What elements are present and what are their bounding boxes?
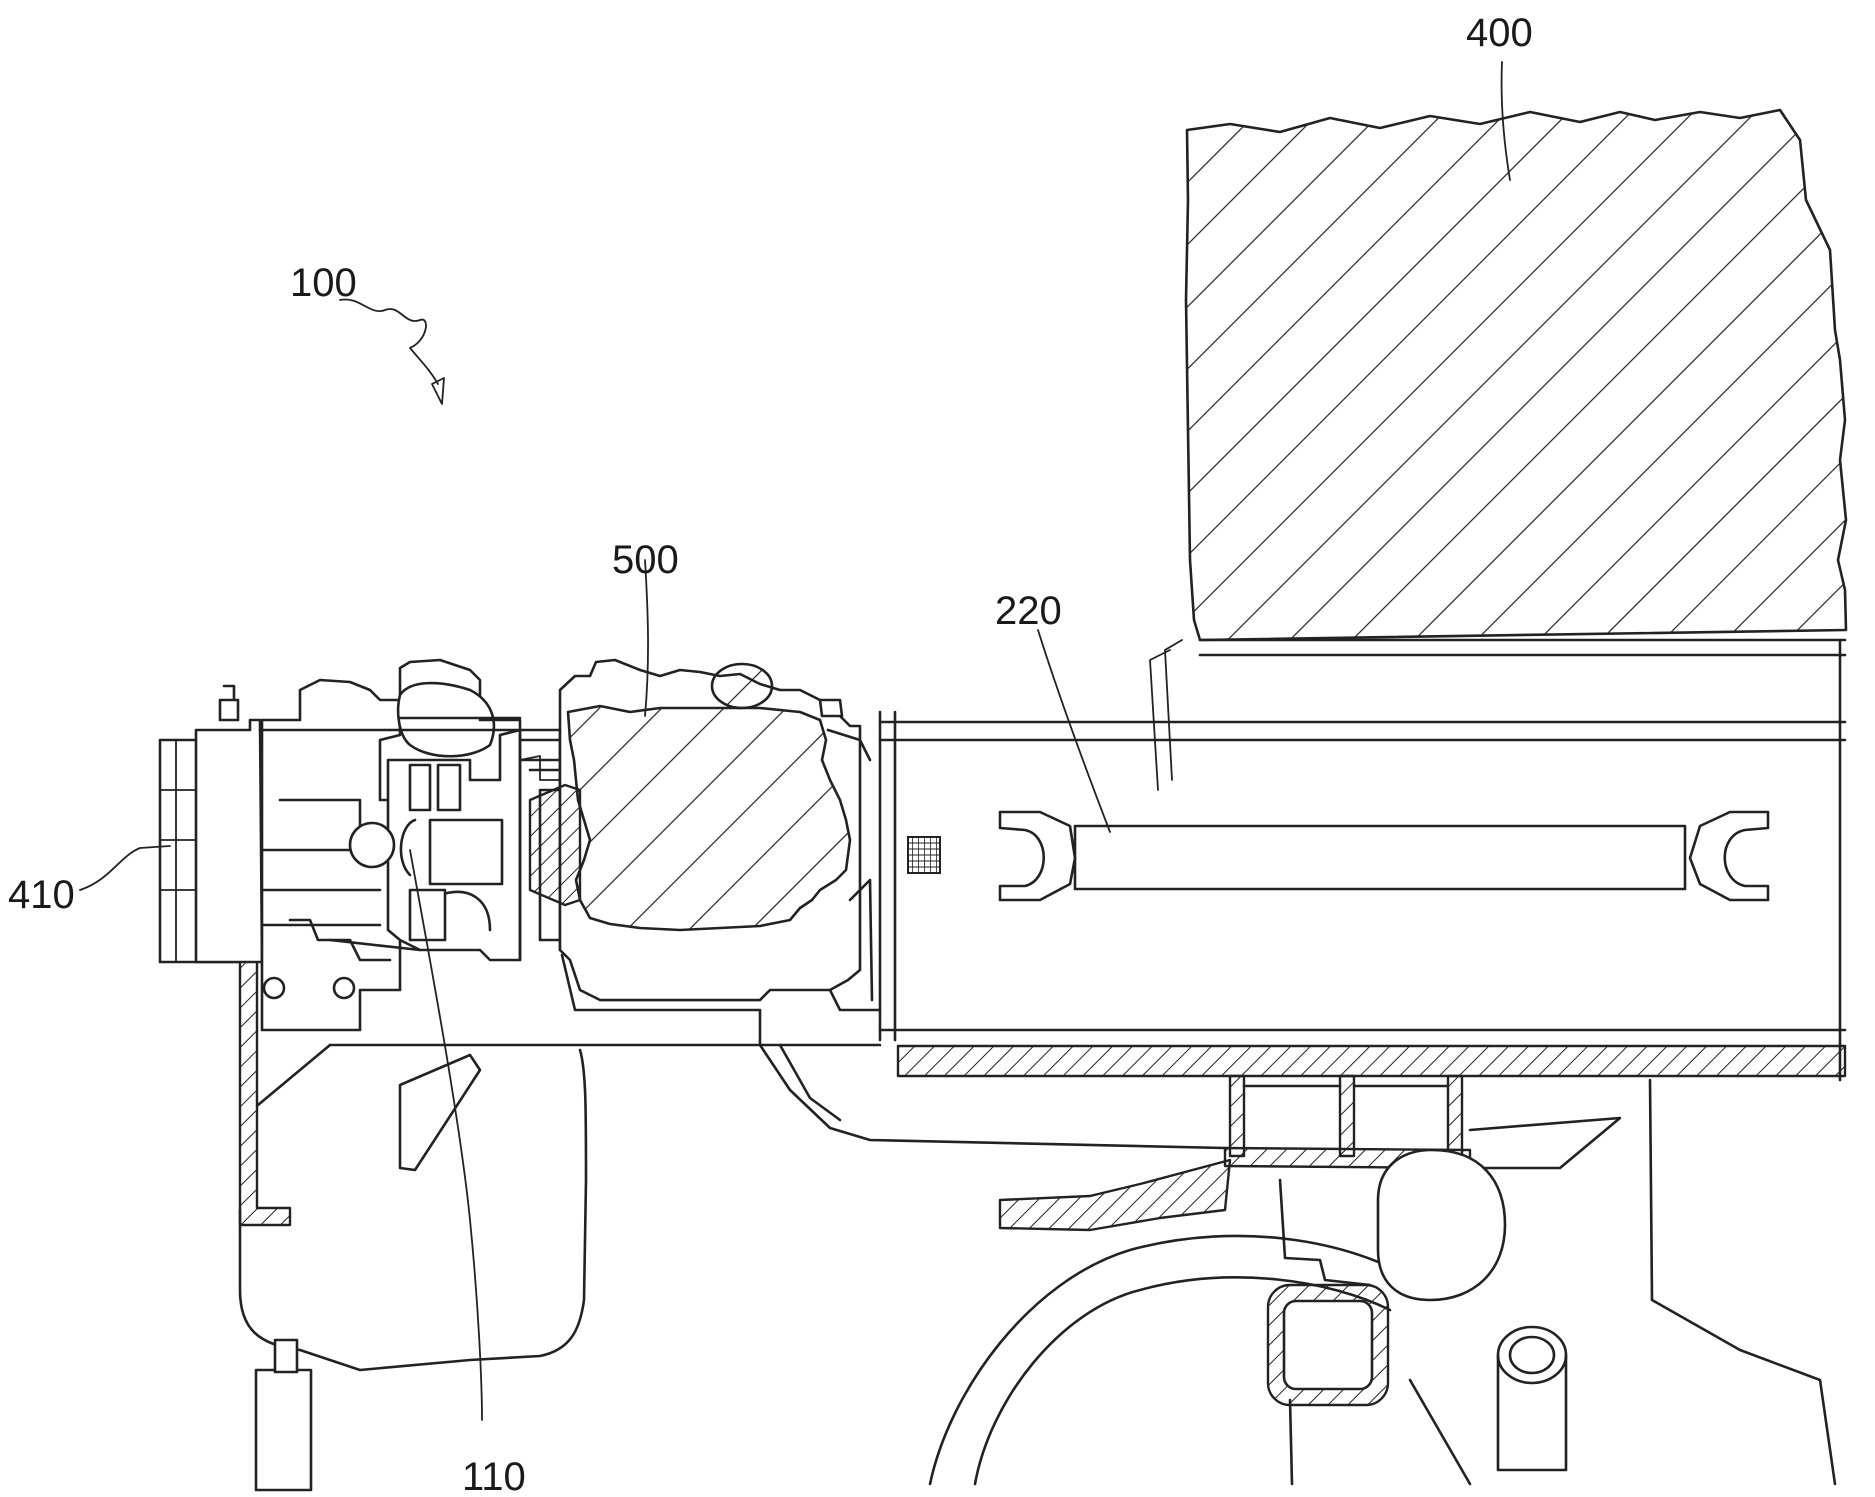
leader-410: [80, 846, 170, 890]
beam-housing-220: [880, 640, 1845, 1080]
lower-mechanism: [930, 1080, 1835, 1484]
label-410: 410: [8, 873, 75, 917]
leader-100: [340, 299, 438, 384]
right-u-bracket: [1690, 812, 1768, 900]
bearing-500: [520, 660, 880, 1010]
label-110: 110: [462, 1455, 526, 1497]
knurled-nub: [908, 837, 940, 873]
label-100: 100: [290, 261, 357, 305]
floor-plate: [898, 1046, 1845, 1076]
label-500: 500: [612, 538, 679, 582]
label-220: 220: [995, 589, 1062, 633]
endcap-410: [160, 686, 262, 962]
leader-220: [1038, 630, 1110, 832]
frame-body: [240, 1045, 1225, 1490]
label-400: 400: [1466, 11, 1533, 55]
bottom-post: [256, 1370, 311, 1490]
slot-220: [1075, 826, 1685, 889]
block-400: [1186, 110, 1846, 640]
roller: [1378, 1150, 1505, 1300]
left-u-bracket: [1000, 812, 1075, 900]
